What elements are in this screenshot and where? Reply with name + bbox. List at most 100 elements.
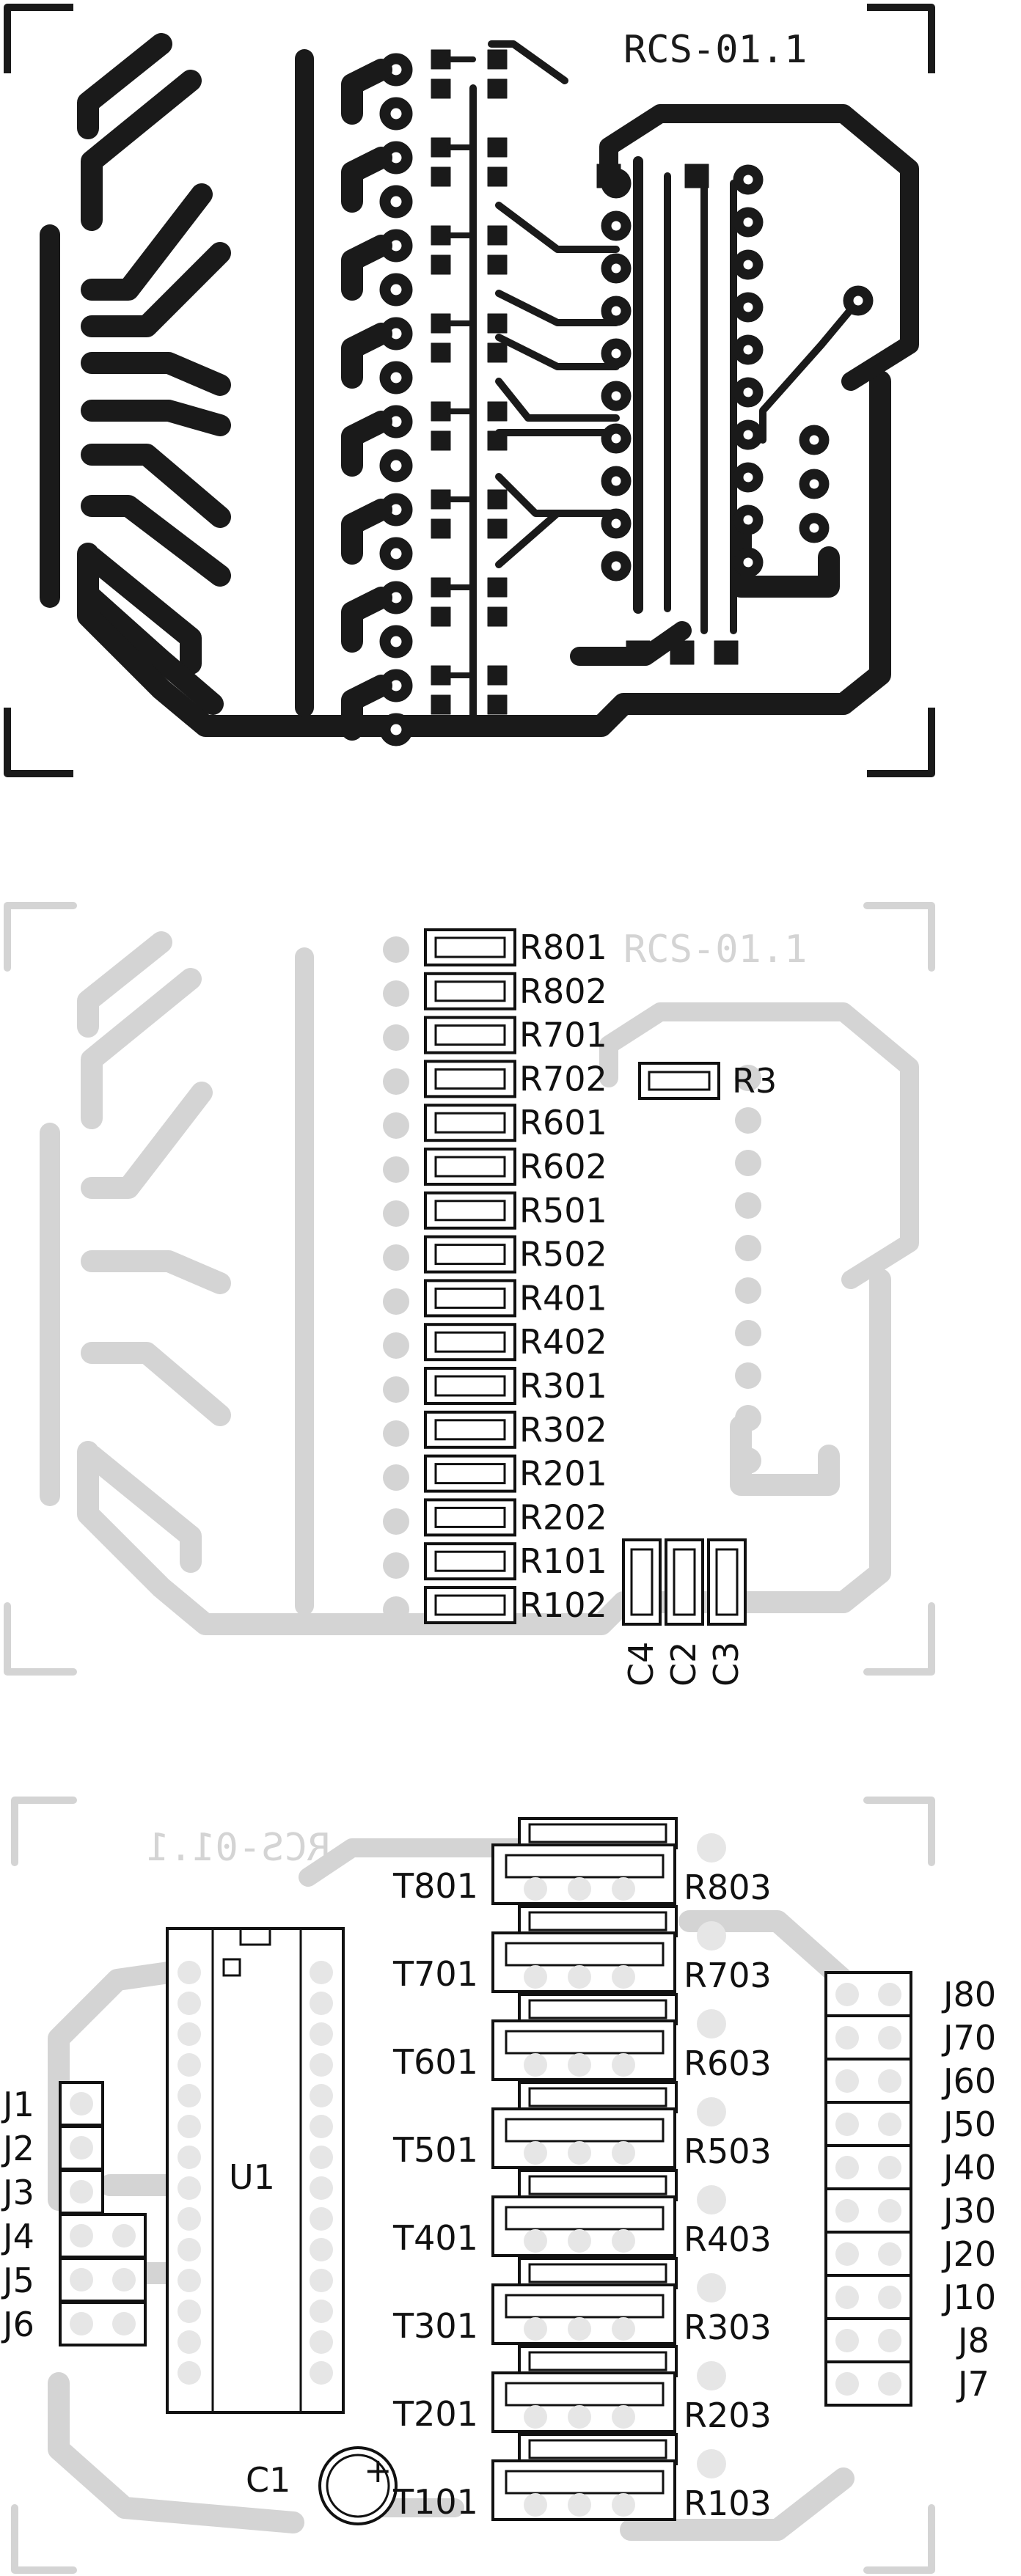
capacitor-c3: C3 bbox=[706, 1538, 747, 1687]
smd-pad bbox=[487, 577, 508, 598]
smd-pad bbox=[487, 489, 508, 510]
bottom-board-label: RCS-01.1 bbox=[147, 1826, 330, 1870]
smd-pad bbox=[431, 694, 451, 715]
jumper-j5: J5 bbox=[1, 2257, 147, 2302]
stage-resistor-label: R603 bbox=[684, 2044, 772, 2083]
smd-pad bbox=[626, 640, 651, 665]
connector-j80: J80 bbox=[824, 1971, 996, 2017]
connector-j8: J8 bbox=[824, 2317, 989, 2363]
capacitor-label: C4 bbox=[621, 1642, 661, 1687]
jumper-j1: J1 bbox=[1, 2081, 104, 2127]
smd-pad bbox=[431, 665, 451, 686]
resistor-r701: R701 bbox=[424, 1016, 607, 1055]
resistor-label: R802 bbox=[519, 972, 607, 1011]
smd-pad bbox=[596, 164, 621, 188]
resistor-r201: R201 bbox=[424, 1454, 607, 1494]
jumper-j3: J3 bbox=[1, 2169, 104, 2214]
jumper-j4: J4 bbox=[1, 2213, 147, 2258]
connector-label: J30 bbox=[941, 2191, 996, 2231]
jumper-label: J5 bbox=[1, 2261, 34, 2300]
resistor-label: R101 bbox=[519, 1541, 607, 1581]
connector-j10: J10 bbox=[824, 2274, 996, 2320]
connector-label: J80 bbox=[941, 1975, 996, 2014]
resistor-r102: R102 bbox=[424, 1585, 607, 1625]
resistor-r101: R101 bbox=[424, 1541, 607, 1581]
smd-pad bbox=[487, 225, 508, 246]
ghost-pads bbox=[383, 936, 761, 1623]
smd-pad bbox=[487, 313, 508, 334]
resistor-label: R502 bbox=[519, 1235, 607, 1274]
capacitor-c2: C2 bbox=[664, 1538, 704, 1687]
resistor-label: R402 bbox=[519, 1322, 607, 1362]
connector-j20: J20 bbox=[824, 2231, 996, 2277]
resistor-label: R401 bbox=[519, 1278, 607, 1318]
component-side-panel: RCS-01.1 R801R802R701R702R601R602R501R50… bbox=[4, 902, 935, 1687]
smd-pad bbox=[431, 78, 451, 99]
connector-j70: J70 bbox=[824, 2014, 996, 2061]
ghost-copper-overlay bbox=[4, 902, 935, 1676]
connector-label: J40 bbox=[941, 2148, 996, 2187]
jumper-label: J4 bbox=[1, 2217, 34, 2256]
smd-pad bbox=[431, 166, 451, 187]
stage-resistor-label: R703 bbox=[684, 1956, 772, 1995]
connector-j7: J7 bbox=[824, 2360, 989, 2407]
stage-resistor-label: R103 bbox=[684, 2484, 772, 2523]
resistor-r202: R202 bbox=[424, 1497, 607, 1537]
resistor-r501: R501 bbox=[424, 1191, 607, 1230]
smd-pad bbox=[487, 254, 508, 275]
transistor-label: T201 bbox=[392, 2394, 478, 2434]
jumper-label: J1 bbox=[1, 2085, 34, 2124]
smd-pad bbox=[487, 137, 508, 158]
connector-label: J7 bbox=[956, 2364, 989, 2404]
connector-label: J8 bbox=[956, 2321, 989, 2360]
smd-pad bbox=[431, 606, 451, 627]
resistor-label: R302 bbox=[519, 1410, 607, 1450]
smd-pad bbox=[670, 640, 695, 665]
connector-j40: J40 bbox=[824, 2144, 996, 2190]
resistor-r801: R801 bbox=[424, 928, 607, 967]
smd-pad bbox=[487, 694, 508, 715]
smd-pad bbox=[431, 254, 451, 275]
connector-label: J70 bbox=[941, 2018, 996, 2058]
resistor-r601: R601 bbox=[424, 1103, 607, 1142]
smd-pad bbox=[431, 137, 451, 158]
smd-pad bbox=[431, 518, 451, 539]
smd-pad bbox=[431, 401, 451, 422]
smd-pad bbox=[431, 577, 451, 598]
left-traces bbox=[77, 33, 231, 715]
u1-label: U1 bbox=[229, 2157, 275, 2197]
stage-resistor-label: R303 bbox=[684, 2308, 772, 2347]
capacitor-c1: + C1 bbox=[246, 2446, 398, 2525]
component-resistors: R801R802R701R702R601R602R501R502R401R402… bbox=[424, 928, 607, 1625]
r3-resistor: R3 bbox=[638, 1061, 777, 1101]
resistor-r401: R401 bbox=[424, 1278, 607, 1318]
copper-pad-column bbox=[341, 49, 508, 746]
smd-pad bbox=[714, 640, 739, 665]
resistor-label: R201 bbox=[519, 1454, 607, 1494]
transistor-label: T601 bbox=[392, 2042, 478, 2082]
fan-traces bbox=[495, 202, 620, 568]
connector-label: J20 bbox=[941, 2234, 996, 2274]
connector-label: J50 bbox=[941, 2105, 996, 2144]
jumper-label: J2 bbox=[1, 2129, 34, 2168]
transistor-stage-t601: T601 R603 bbox=[392, 1993, 772, 2083]
smd-pad bbox=[487, 78, 508, 99]
resistor-label: R202 bbox=[519, 1497, 607, 1537]
jumper-label: J3 bbox=[1, 2173, 34, 2212]
connector-j60: J60 bbox=[824, 2058, 996, 2104]
jumper-label: J6 bbox=[1, 2305, 34, 2344]
resistor-label: R702 bbox=[519, 1059, 607, 1098]
smd-pad bbox=[487, 401, 508, 422]
resistor-r302: R302 bbox=[424, 1410, 607, 1450]
resistor-r502: R502 bbox=[424, 1235, 607, 1274]
capacitor-label: C2 bbox=[664, 1642, 703, 1687]
resistor-r402: R402 bbox=[424, 1322, 607, 1362]
